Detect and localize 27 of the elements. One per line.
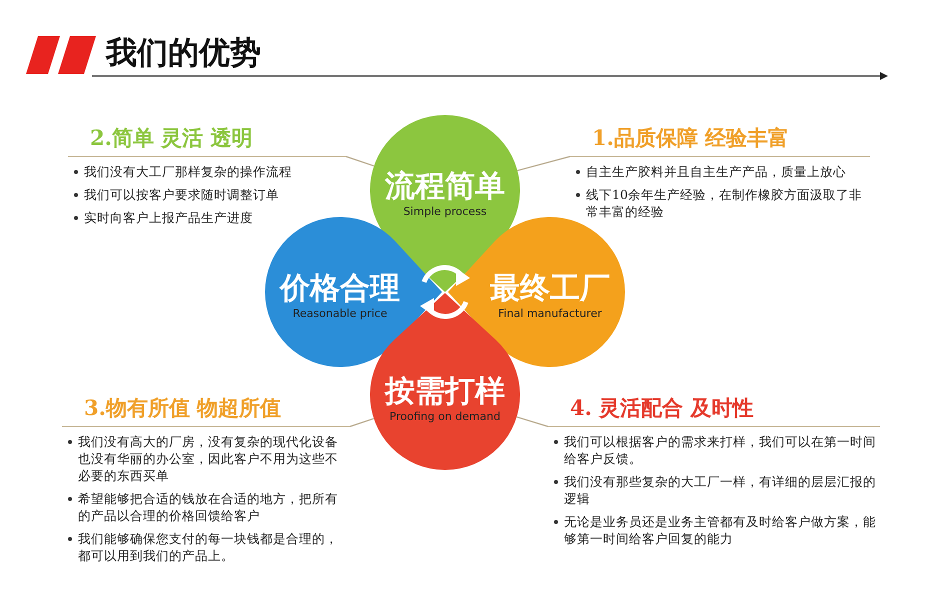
petal-title: 最终工厂 <box>490 271 610 307</box>
bullet-text: 线下10余年生产经验，在制作橡胶方面汲取了非常丰富的经验 <box>576 186 870 220</box>
bullet-text: 我们可以按客户要求随时调整订单 <box>74 186 346 203</box>
section-heading: 4. 灵活配合 及时性 <box>548 394 880 427</box>
section-heading: 2.简单 灵活 透明 <box>68 124 346 157</box>
bullet-text: 希望能够把合适的钱放在合适的地方，把所有的产品以合理的价格回馈给客户 <box>68 490 350 524</box>
petal-subtitle: Proofing on demand <box>388 410 502 424</box>
bullet-text: 我们没有那些复杂的大工厂一样，有详细的层层汇报的逻辑 <box>554 473 880 507</box>
bullet-text: 我们能够确保您支付的每一块钱都是合理的，都可以用到我们的产品上。 <box>68 530 350 564</box>
page-title: 我们的优势 <box>106 34 261 73</box>
leader-line <box>346 156 374 167</box>
petal-title: 按需打样 <box>385 374 505 410</box>
bullet-text: 我们可以根据客户的需求来打样，我们可以在第一时间给客户反馈。 <box>554 433 880 467</box>
petal-title: 价格合理 <box>280 271 400 307</box>
petal-subtitle: Simple process <box>402 205 488 219</box>
bullet-text: 自主生产胶料并且自主生产产品，质量上放心 <box>576 163 870 180</box>
leader-line <box>350 418 374 428</box>
section-heading: 1.品质保障 经验丰富 <box>570 124 870 157</box>
petal-title: 流程简单 <box>385 169 505 205</box>
bullet-text: 我们没有高大的厂房，没有复杂的现代化设备也没有华丽的办公室，因此客户不用为这些不必要的东西买单 <box>68 433 350 484</box>
leader-line <box>517 156 570 172</box>
section-heading: 3.物有所值 物超所值 <box>62 394 350 427</box>
petal-subtitle: Reasonable price <box>292 307 388 321</box>
bullet-text: 我们没有大工厂那样复杂的操作流程 <box>74 163 346 180</box>
bullet-text: 无论是业务员还是业务主管都有及时给客户做方案，能够第一时间给客户回复的能力 <box>554 513 880 547</box>
leader-line <box>516 416 548 428</box>
petal-subtitle: Final manufacturer <box>497 307 603 321</box>
